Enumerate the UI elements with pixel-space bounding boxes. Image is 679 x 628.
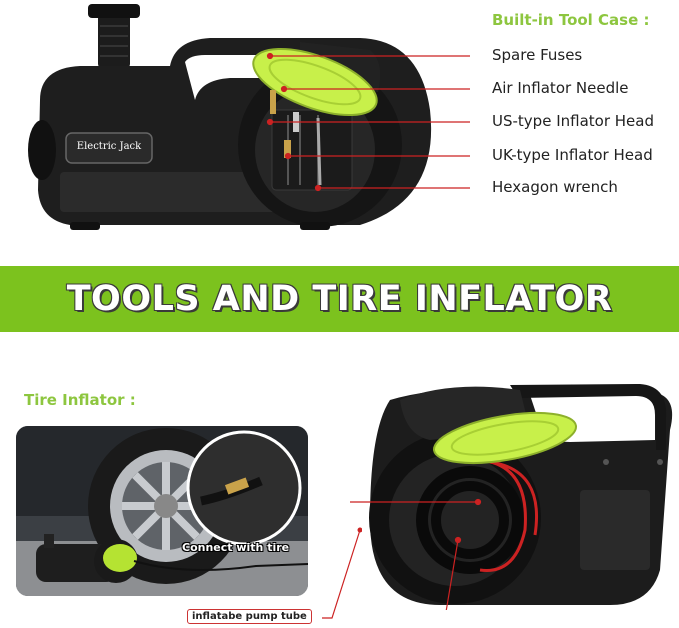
jack-tool-case-image	[28, 4, 470, 230]
callout-air-inflator-needle: Air Inflator Needle	[492, 79, 629, 97]
tube-callout-line	[322, 527, 362, 619]
green-lid	[252, 47, 378, 117]
electric-jack-label: Electric Jack	[76, 141, 142, 152]
connect-with-tire-caption: Connect with tire	[182, 541, 290, 554]
inflator-green-lid	[432, 411, 578, 465]
callout-spare-fuses: Spare Fuses	[492, 46, 583, 64]
tool-case-title: Built-in Tool Case :	[492, 11, 650, 29]
tire-inflator-title: Tire Inflator :	[24, 391, 136, 409]
electric-jack-label-plate	[65, 132, 153, 164]
callout-uk-inflator-head: UK-type Inflator Head	[492, 146, 653, 164]
callout-us-inflator-head: US-type Inflator Head	[492, 112, 654, 130]
tire-connection-photo	[16, 426, 308, 596]
section-banner: TOOLS AND TIRE INFLATOR	[0, 266, 679, 332]
banner-title: TOOLS AND TIRE INFLATOR	[66, 279, 613, 319]
callout-hexagon-wrench: Hexagon wrench	[492, 178, 618, 196]
coiled-pump-tube	[416, 466, 524, 574]
inflator-closeup-image	[350, 384, 673, 610]
inflatable-pump-tube-label: inflatabe pump tube	[187, 609, 312, 624]
jack-screw-post	[98, 8, 130, 68]
